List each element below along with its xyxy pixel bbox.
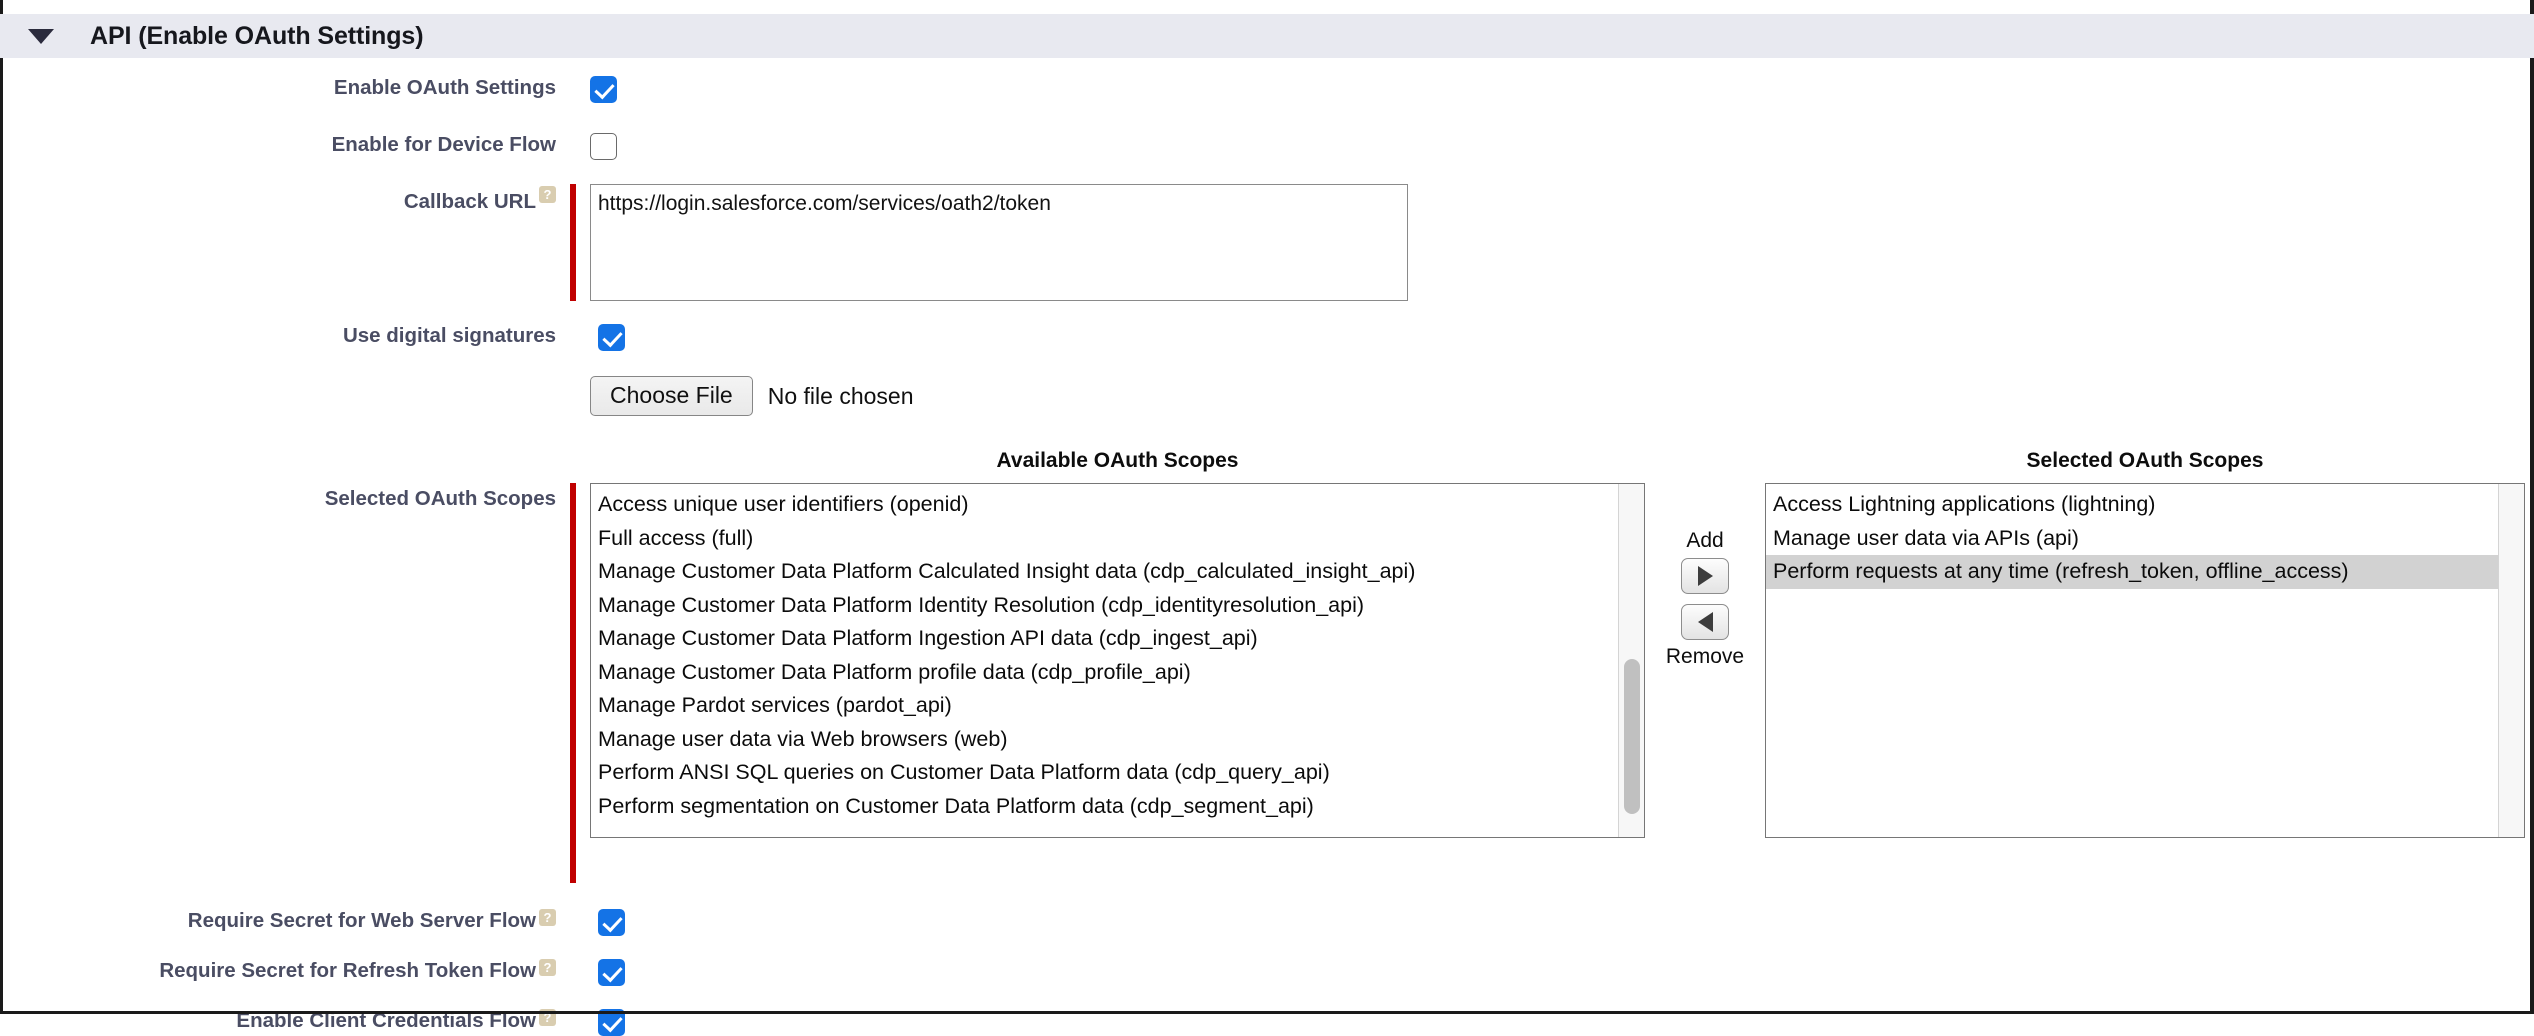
field-row-require-secret-refresh-token: Require Secret for Refresh Token Flow ?: [0, 958, 2534, 987]
available-scope-option[interactable]: Manage user data via Web browsers (web): [598, 726, 1008, 751]
available-scrollbar-thumb[interactable]: [1624, 659, 1640, 815]
selected-scopes-heading: Selected OAuth Scopes: [2026, 449, 2264, 473]
label-require-secret-web-server: Require Secret for Web Server Flow ?: [0, 908, 570, 933]
label-text: Require Secret for Web Server Flow: [187, 909, 536, 933]
available-scopes-listbox[interactable]: Access unique user identifiers (openid) F…: [590, 483, 1645, 839]
remove-scope-button[interactable]: [1681, 604, 1729, 641]
selected-scopes-listbox[interactable]: Access Lightning applications (lightning…: [1765, 483, 2525, 839]
required-indicator-callback-url: [570, 184, 576, 301]
selected-scope-option[interactable]: Perform requests at any time (refresh_to…: [1766, 555, 2498, 589]
oauth-settings-form: Enable OAuth Settings Enable for Device …: [0, 58, 2534, 1036]
available-scope-option[interactable]: Manage Pardot services (pardot_api): [598, 693, 952, 718]
label-selected-oauth-scopes: Selected OAuth Scopes: [0, 449, 570, 511]
available-scope-option[interactable]: Perform segmentation on Customer Data Pl…: [598, 793, 1314, 818]
available-scopes-options: Access unique user identifiers (openid) F…: [591, 484, 1618, 837]
callback-url-input[interactable]: [590, 184, 1408, 301]
section-header: API (Enable OAuth Settings): [0, 14, 2534, 58]
available-scopes-scrollbar[interactable]: [1618, 484, 1644, 838]
label-text: Callback URL: [403, 190, 536, 213]
file-status-text: No file chosen: [767, 382, 914, 409]
label-enable-oauth: Enable OAuth Settings: [0, 76, 570, 100]
label-text: Selected OAuth Scopes: [324, 487, 556, 511]
add-scope-button[interactable]: [1681, 558, 1729, 595]
field-row-oauth-scopes: Selected OAuth Scopes Available OAuth Sc…: [0, 449, 2534, 884]
required-indicator-oauth-scopes: [570, 483, 576, 884]
field-row-certificate-upload: Choose File No file chosen: [0, 376, 2534, 417]
field-row-require-secret-web-server: Require Secret for Web Server Flow ?: [0, 908, 2534, 937]
field-row-enable-oauth: Enable OAuth Settings: [0, 76, 2534, 103]
label-text: Require Secret for Refresh Token Flow: [159, 959, 536, 983]
selected-scope-option[interactable]: Access Lightning applications (lightning…: [1773, 492, 2156, 517]
label-device-flow: Enable for Device Flow: [0, 133, 570, 157]
field-row-digital-signatures: Use digital signatures: [0, 324, 2534, 351]
available-scope-option[interactable]: Manage Customer Data Platform profile da…: [598, 659, 1191, 684]
help-icon[interactable]: ?: [539, 958, 556, 976]
label-text: Enable for Device Flow: [331, 133, 556, 156]
help-icon[interactable]: ?: [539, 186, 556, 203]
remove-button-label: Remove: [1665, 645, 1745, 669]
label-text: Use digital signatures: [342, 324, 556, 347]
label-require-secret-refresh-token: Require Secret for Refresh Token Flow ?: [0, 958, 570, 983]
label-text: Enable OAuth Settings: [333, 76, 556, 99]
choose-file-button[interactable]: Choose File: [590, 376, 753, 417]
available-scope-option[interactable]: Manage Customer Data Platform Calculated…: [598, 559, 1416, 584]
label-callback-url: Callback URL ?: [0, 184, 570, 214]
field-row-callback-url: Callback URL ?: [0, 184, 2534, 301]
help-icon[interactable]: ?: [539, 908, 556, 926]
available-scope-option[interactable]: Access unique user identifiers (openid): [598, 492, 969, 517]
selected-scopes-column: Selected OAuth Scopes Access Lightning a…: [1765, 449, 2525, 839]
available-scope-option[interactable]: Full access (full): [598, 525, 754, 550]
arrow-right-icon: [1697, 566, 1713, 587]
section-collapse-toggle[interactable]: [24, 19, 58, 53]
available-scope-option[interactable]: Manage Customer Data Platform Identity R…: [598, 592, 1365, 617]
label-digital-signatures: Use digital signatures: [0, 324, 570, 348]
arrow-left-icon: [1697, 612, 1713, 633]
triangle-down-icon: [28, 28, 54, 44]
oauth-scopes-dual-list: Available OAuth Scopes Access unique use…: [590, 449, 2525, 839]
selected-scope-option[interactable]: Manage user data via APIs (api): [1773, 525, 2079, 550]
window-left-border: [0, 0, 3, 1014]
checkbox-device-flow[interactable]: [590, 133, 617, 160]
window-right-border: [2530, 0, 2534, 1014]
field-row-device-flow: Enable for Device Flow: [0, 133, 2534, 160]
selected-scopes-options: Access Lightning applications (lightning…: [1766, 484, 2498, 837]
checkbox-digital-signatures[interactable]: [598, 324, 625, 351]
checkbox-require-secret-web-server[interactable]: [598, 909, 625, 937]
available-scope-option[interactable]: Manage Customer Data Platform Ingestion …: [598, 626, 1258, 651]
add-button-label: Add: [1686, 529, 1724, 553]
file-upload-control: Choose File No file chosen: [590, 376, 914, 417]
window-bottom-border: [0, 1011, 2534, 1014]
available-scopes-heading: Available OAuth Scopes: [996, 449, 1239, 473]
checkbox-require-secret-refresh-token[interactable]: [598, 959, 625, 987]
transfer-buttons-column: Add Remove: [1645, 449, 1765, 669]
section-title: API (Enable OAuth Settings): [90, 21, 424, 50]
checkbox-enable-oauth[interactable]: [590, 76, 617, 103]
selected-scopes-scrollbar[interactable]: [2498, 484, 2524, 838]
available-scopes-column: Available OAuth Scopes Access unique use…: [590, 449, 1645, 839]
available-scope-option[interactable]: Perform ANSI SQL queries on Customer Dat…: [598, 760, 1330, 785]
